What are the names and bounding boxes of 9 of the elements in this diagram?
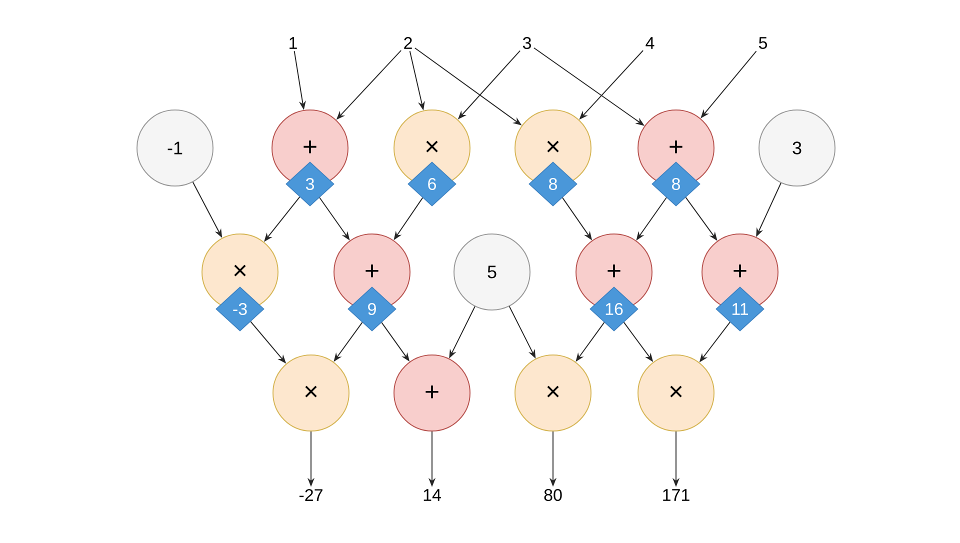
result-label: -27 [299, 489, 322, 501]
result-label: 14 [424, 489, 441, 501]
result-label: 80 [544, 488, 562, 502]
result-label: 171 [663, 489, 690, 501]
number-label: 5 [758, 37, 768, 49]
number-label: 1 [290, 37, 297, 49]
number-label: 4 [646, 37, 654, 49]
number-label: 3 [522, 36, 531, 50]
number-label: 2 [404, 37, 412, 49]
